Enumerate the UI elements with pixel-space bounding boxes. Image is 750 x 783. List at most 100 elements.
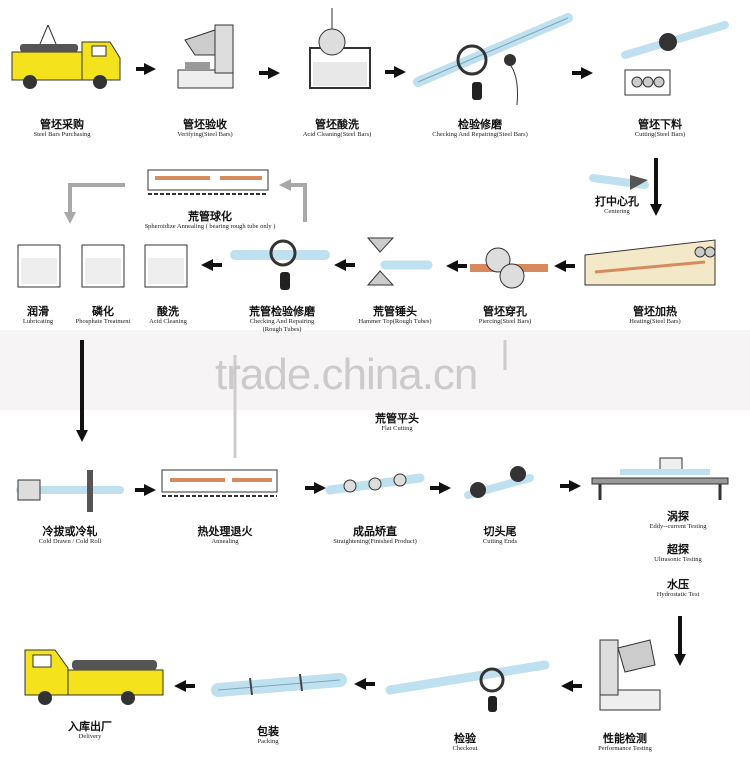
truck-icon bbox=[11, 24, 121, 89]
step-spheroidize-zh: 荒管球化 bbox=[188, 210, 232, 223]
step-straightening: 成品矫直 Straightening(Finished Product) bbox=[333, 525, 417, 546]
step-hammer-top-zh: 荒管锤头 bbox=[373, 305, 417, 318]
step-cutting-ends: 切头尾 Cutting Ends bbox=[483, 525, 517, 546]
step-heating-en: Heating(Steel Bars) bbox=[629, 318, 681, 325]
piercing-icon bbox=[470, 247, 548, 289]
step-checkout-en: Checkout bbox=[452, 745, 478, 752]
step-annealing-en: Annealing bbox=[211, 538, 239, 545]
step-verifying-en: Verifying(Steel Bars) bbox=[177, 131, 233, 138]
verifying-machine-icon bbox=[177, 24, 234, 89]
step-acid-cleaning-zh: 酸洗 bbox=[156, 305, 179, 318]
checkout-icon bbox=[385, 660, 550, 712]
step-cutting-en: Cutting(Steel Bars) bbox=[634, 131, 686, 138]
step-performance: 性能检测 Performance Testing bbox=[598, 732, 652, 753]
step-cutting-zh: 管坯下料 bbox=[638, 118, 682, 131]
acid-tank-icon bbox=[309, 8, 371, 89]
cutting-ends-icon bbox=[464, 466, 534, 499]
step-delivery-en: Delivery bbox=[78, 733, 102, 740]
step-acid-cleaning: 酸洗 Acid Cleaning bbox=[149, 305, 187, 326]
delivery-truck-icon bbox=[24, 649, 164, 705]
step-hydrostatic-en: Hydrostatic Test bbox=[656, 591, 700, 598]
watermark: trade.china.cn bbox=[215, 350, 478, 399]
step-checking-repairing-tubes-zh: 荒管检验修磨 bbox=[249, 305, 315, 318]
step-annealing-zh: 热处理退火 bbox=[197, 525, 253, 538]
step-eddy-zh: 涡探 bbox=[666, 510, 689, 523]
step-phosphate-en: Phosphate Treatment bbox=[75, 318, 131, 325]
cutting-bars-icon bbox=[621, 21, 729, 96]
step-delivery-zh: 入库出厂 bbox=[68, 720, 112, 733]
step-verifying: 管坯验收 Verifying(Steel Bars) bbox=[177, 118, 232, 139]
step-piercing-zh: 管坯穿孔 bbox=[483, 305, 527, 318]
step-centering: 打中心孔 Centering bbox=[595, 195, 639, 216]
step-cold-drawn: 冷拔或冷轧 Cold Drawn / Cold Roll bbox=[39, 525, 101, 546]
acid-cleaning-tank-icon bbox=[144, 244, 188, 288]
step-performance-en: Performance Testing bbox=[598, 745, 652, 752]
step-checking-repairing-bars-en: Checking And Repairing(Steel Bars) bbox=[432, 131, 528, 138]
step-cutting: 管坯下料 Cutting(Steel Bars) bbox=[635, 118, 685, 139]
step-eddy-en: Eddy--current Testing bbox=[649, 523, 707, 530]
step-ultrasonic-en: Ultrasonic Testing bbox=[654, 556, 702, 563]
step-heating-zh: 管坯加热 bbox=[632, 305, 677, 318]
step-lubricating-zh: 润滑 bbox=[26, 305, 49, 318]
step-acid-cleaning-bars: 管坯酸洗 Acid Cleaning(Steel Bars) bbox=[303, 118, 372, 139]
step-phosphate: 磷化 Phosphate Treatment bbox=[76, 305, 131, 326]
step-acid-cleaning-en: Acid Cleaning bbox=[149, 318, 187, 325]
step-packing: 包装 Packing bbox=[257, 725, 279, 746]
step-cold-drawn-zh: 冷拔或冷轧 bbox=[42, 525, 98, 538]
step-acid-cleaning-bars-en: Acid Cleaning(Steel Bars) bbox=[302, 131, 372, 138]
step-purchasing-zh: 管坯采购 bbox=[39, 118, 84, 131]
step-checking-repairing-tubes: 荒管检验修磨 Checking And Repairing (Rough Tub… bbox=[249, 305, 315, 334]
step-hydrostatic: 水压 Hydrostatic Test bbox=[657, 578, 700, 599]
step-purchasing-en: Steel Bars Purchasing bbox=[33, 131, 91, 138]
step-lubricating: 润滑 Lubricating bbox=[23, 305, 53, 326]
hammer-top-icon bbox=[366, 237, 433, 286]
step-delivery: 入库出厂 Delivery bbox=[68, 720, 112, 741]
performance-testing-machine-icon bbox=[599, 639, 661, 711]
step-flat-cutting-zh: 荒管平头 bbox=[375, 412, 419, 425]
step-cutting-ends-en: Cutting Ends bbox=[482, 538, 518, 545]
step-eddy: 涡探 Eddy--current Testing bbox=[649, 510, 706, 531]
step-straightening-en: Straightening(Finished Product) bbox=[333, 538, 417, 545]
heating-furnace-icon bbox=[584, 239, 716, 286]
step-centering-en: Centering bbox=[604, 208, 630, 215]
step-checking-repairing-bars: 检验修磨 Checking And Repairing(Steel Bars) bbox=[432, 118, 528, 139]
centering-icon bbox=[589, 174, 649, 190]
step-hydrostatic-zh: 水压 bbox=[666, 578, 689, 591]
step-acid-cleaning-bars-zh: 管坯酸洗 bbox=[315, 118, 359, 131]
lubricating-tank-icon bbox=[17, 244, 61, 288]
step-checking-repairing-tubes-en: Checking And Repairing bbox=[249, 318, 315, 325]
step-checkout: 检验 Checkout bbox=[453, 732, 478, 753]
checking-repairing-tubes-icon bbox=[230, 239, 330, 290]
cold-drawn-icon bbox=[16, 470, 124, 512]
step-spheroidize-en: Spheroidize Annealing ( bearing rough tu… bbox=[144, 223, 276, 230]
step-flat-cutting-en: Flat Cutting bbox=[381, 425, 413, 432]
step-checkout-zh: 检验 bbox=[453, 732, 476, 745]
step-checking-repairing-tubes-en2: (Rough Tubes) bbox=[262, 326, 302, 333]
step-ultrasonic: 超探 Ultrasonic Testing bbox=[654, 543, 702, 564]
checking-repairing-bars-icon bbox=[413, 13, 573, 106]
step-centering-zh: 打中心孔 bbox=[595, 195, 639, 208]
step-annealing: 热处理退火 Annealing bbox=[198, 525, 253, 546]
background-band bbox=[0, 330, 750, 410]
packing-bundle-icon bbox=[211, 673, 347, 697]
step-checking-repairing-bars-zh: 检验修磨 bbox=[458, 118, 502, 131]
step-lubricating-en: Lubricating bbox=[22, 318, 54, 325]
step-performance-zh: 性能检测 bbox=[602, 732, 647, 745]
step-hammer-top: 荒管锤头 Hammer Top(Rough Tubes) bbox=[358, 305, 431, 326]
phosphate-tank-icon bbox=[81, 244, 125, 288]
step-cold-drawn-en: Cold Drawn / Cold Roll bbox=[38, 538, 102, 545]
eddy-testing-line-icon bbox=[591, 457, 729, 500]
step-hammer-top-en: Hammer Top(Rough Tubes) bbox=[358, 318, 432, 325]
step-ultrasonic-zh: 超探 bbox=[666, 543, 689, 556]
step-heating: 管坯加热 Heating(Steel Bars) bbox=[629, 305, 680, 326]
step-piercing-en: Piercing(Steel Bars) bbox=[478, 318, 532, 325]
step-straightening-zh: 成品矫直 bbox=[353, 525, 397, 538]
step-spheroidize: 荒管球化 Spheroidize Annealing ( bearing rou… bbox=[145, 210, 276, 231]
annealing-furnace-icon bbox=[161, 469, 278, 497]
step-packing-en: Packing bbox=[257, 738, 279, 745]
step-packing-zh: 包装 bbox=[257, 725, 279, 738]
spheroidize-furnace-icon bbox=[147, 169, 269, 195]
step-purchasing: 管坯采购 Steel Bars Purchasing bbox=[33, 118, 90, 139]
step-cutting-ends-zh: 切头尾 bbox=[483, 525, 517, 538]
